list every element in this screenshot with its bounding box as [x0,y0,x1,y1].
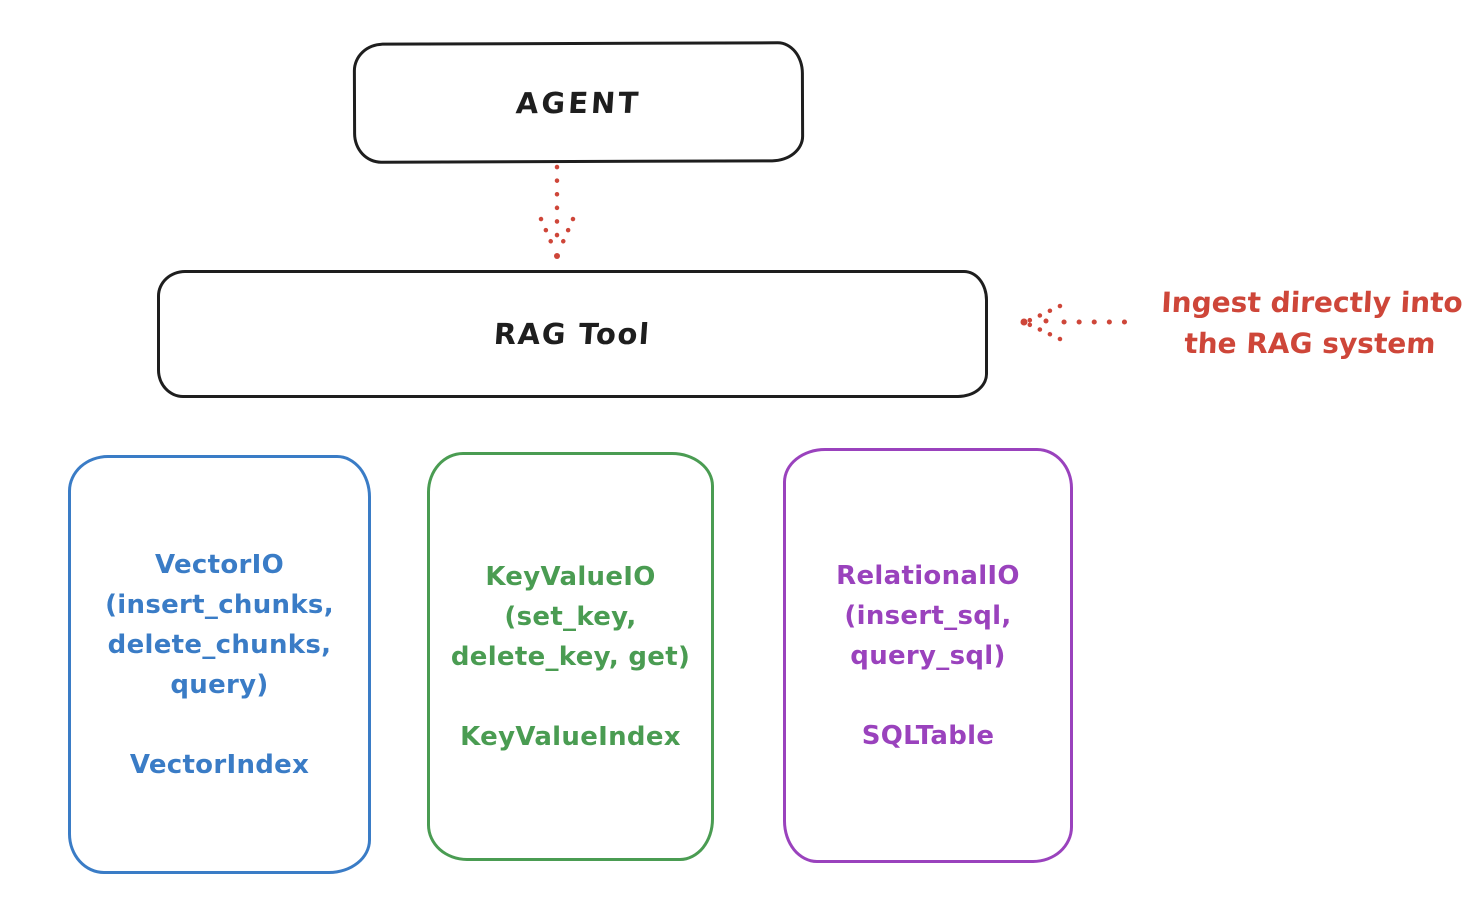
agent-node: AGENT [352,41,805,164]
vector-io-node: VectorIO (insert_chunks, delete_chunks, … [68,455,371,874]
agent-label: AGENT [514,85,643,120]
vector-io-title-line: query) [170,669,269,700]
vector-index-label: VectorIndex [129,749,310,780]
agent-to-rag-arrow-icon [538,164,576,259]
relational-io-title-line: query_sql) [850,640,1006,671]
key-value-io-title-line: delete_key, get) [450,641,691,672]
ingest-annotation: Ingest directly into the RAG system [1136,282,1484,364]
relational-io-title-line: (insert_sql, [844,600,1012,631]
key-value-io-title-line: (set_key, [504,601,637,632]
relational-io-node: RelationalIO (insert_sql, query_sql) SQL… [783,448,1073,863]
ingest-annotation-line-1: Ingest directly into [1160,286,1464,319]
vector-io-title-line: delete_chunks, [107,629,332,660]
key-value-io-node: KeyValueIO (set_key, delete_key, get) Ke… [427,452,714,861]
ingest-annotation-line-2: the RAG system [1183,327,1437,360]
vector-io-title-line: (insert_chunks, [105,589,334,620]
ingest-annotation-arrow-icon [1020,303,1133,342]
rag-tool-label: RAG Tool [493,317,652,351]
key-value-index-label: KeyValueIndex [460,721,681,752]
key-value-io-title-line: KeyValueIO [485,561,656,592]
relational-io-title-line: RelationalIO [836,560,1020,591]
sql-table-label: SQLTable [861,720,995,751]
rag-tool-node: RAG Tool [157,270,988,398]
vector-io-title-line: VectorIO [154,549,285,580]
